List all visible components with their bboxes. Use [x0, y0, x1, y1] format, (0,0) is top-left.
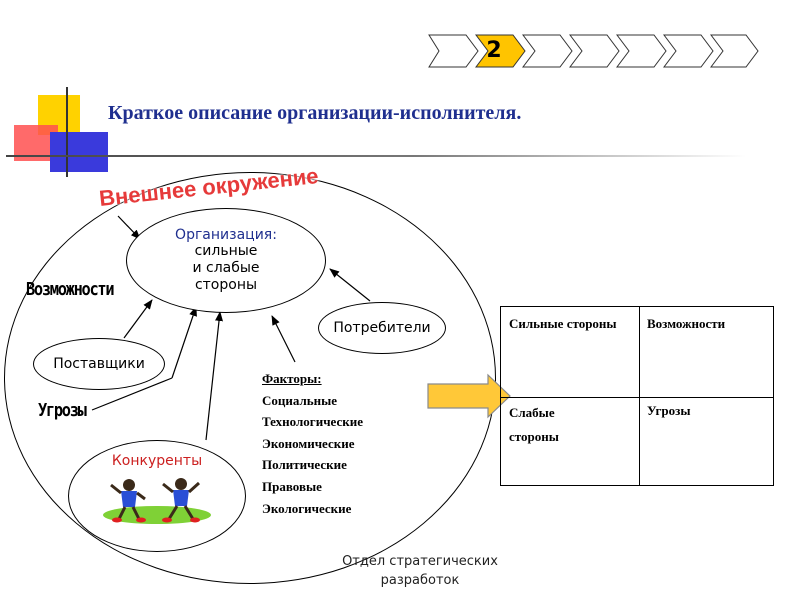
- factor-item: Социальные: [262, 392, 338, 408]
- chevron-step-icon: [428, 34, 479, 68]
- page-title: Краткое описание организации-исполнителя…: [108, 102, 522, 124]
- title-underline: [6, 155, 746, 157]
- chevron-step-icon: [522, 34, 573, 68]
- swot-vertical-divider: [639, 307, 640, 485]
- factor-item: Технологические: [262, 414, 363, 430]
- opportunities-label: Возможности: [26, 279, 115, 300]
- arrow-env-to-org: [117, 215, 141, 240]
- decor-vertical-line: [66, 87, 68, 177]
- decor-blue-square: [50, 132, 108, 172]
- suppliers-label: Поставщики: [53, 356, 145, 372]
- organization-title: Организация:: [175, 227, 277, 243]
- consumers-label: Потребители: [333, 320, 431, 336]
- swot-opportunities: Возможности: [647, 316, 726, 331]
- swot-matrix: Сильные стороны Возможности Слабые сторо…: [500, 306, 774, 486]
- arrow-consumers-to-org: [329, 268, 371, 302]
- factor-item: Правовые: [262, 478, 322, 494]
- arrow-threats-to-org-b: [171, 306, 197, 379]
- factors-list: Факторы: Социальные Технологические Экон…: [262, 368, 422, 519]
- block-arrow-icon: [427, 373, 511, 419]
- chevron-step-icon: [710, 34, 759, 68]
- chevron-step-icon: [569, 34, 620, 68]
- swot-horizontal-divider: [501, 397, 773, 398]
- external-environment-circle: [4, 172, 496, 584]
- footer-line-1: Отдел стратегических: [342, 554, 498, 569]
- step-number: 2: [486, 38, 502, 63]
- competitors-clipart-icon: [103, 478, 211, 524]
- progress-chevrons: [428, 34, 759, 68]
- competitors-ellipse: Конкуренты: [68, 440, 246, 552]
- factor-item: Экономические: [262, 435, 355, 451]
- competitors-label: Конкуренты: [111, 453, 203, 469]
- arrow-suppliers-to-org: [123, 299, 153, 339]
- organization-line-3: стороны: [194, 277, 258, 293]
- consumers-ellipse: Потребители: [318, 302, 446, 354]
- chevron-step-icon: [475, 34, 526, 68]
- organization-line-1: сильные: [194, 243, 258, 259]
- arrow-factors-to-org: [271, 315, 296, 363]
- swot-threats: Угрозы: [647, 403, 691, 418]
- arrow-competitors-to-org: [205, 311, 223, 441]
- factor-item: Экологические: [262, 500, 352, 516]
- swot-weaknesses: Слабые стороны: [509, 405, 559, 444]
- swot-strengths: Сильные стороны: [509, 316, 617, 331]
- factor-item: Политические: [262, 457, 347, 473]
- chevron-step-icon: [616, 34, 667, 68]
- footer-department: Отдел стратегических разработок: [300, 552, 540, 590]
- arrow-threats-to-org: [91, 377, 173, 411]
- suppliers-ellipse: Поставщики: [33, 338, 165, 390]
- factors-heading: Факторы:: [262, 371, 322, 386]
- organization-line-2: и слабые: [192, 260, 260, 276]
- threats-label: Угрозы: [38, 400, 87, 421]
- chevron-step-icon: [663, 34, 714, 68]
- footer-line-2: разработок: [380, 573, 460, 588]
- organization-ellipse: Организация: сильные и слабые стороны: [126, 208, 326, 313]
